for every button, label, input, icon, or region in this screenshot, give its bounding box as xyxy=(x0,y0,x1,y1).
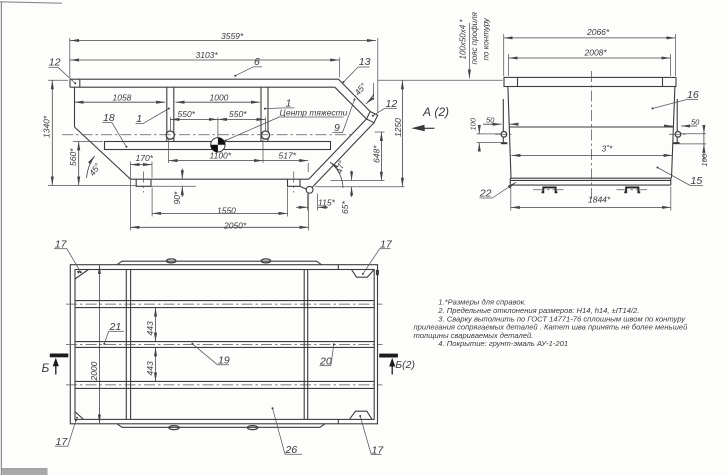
svg-text:3559*: 3559* xyxy=(221,31,244,41)
svg-text:17: 17 xyxy=(372,444,385,456)
svg-text:47°: 47° xyxy=(334,159,347,175)
svg-text:550*: 550* xyxy=(229,109,247,119)
svg-text:19: 19 xyxy=(218,355,230,367)
svg-text:100: 100 xyxy=(700,153,709,166)
svg-text:прилегания сопрягаемых деталей: прилегания сопрягаемых деталей . Катет ш… xyxy=(414,323,689,332)
svg-text:6: 6 xyxy=(254,56,260,68)
svg-text:517*: 517* xyxy=(279,151,297,161)
svg-text:16: 16 xyxy=(687,89,699,101)
svg-text:443: 443 xyxy=(145,361,155,375)
svg-text:17: 17 xyxy=(56,436,69,448)
svg-text:20: 20 xyxy=(319,356,332,368)
svg-text:1100*: 1100* xyxy=(210,151,232,161)
svg-text:3. Сварку выполнить по ГОСТ 14: 3. Сварку выполнить по ГОСТ 14771-76 спл… xyxy=(438,314,686,323)
svg-text:26: 26 xyxy=(285,444,298,456)
svg-text:Центр тяжести: Центр тяжести xyxy=(280,108,348,118)
svg-text:2066*: 2066* xyxy=(586,27,610,37)
svg-text:50: 50 xyxy=(691,117,700,126)
svg-text:2050*: 2050* xyxy=(223,221,247,231)
svg-text:2. Предельные отклонения разме: 2. Предельные отклонения размеров: Н14, … xyxy=(437,306,639,315)
svg-text:550*: 550* xyxy=(178,109,196,119)
svg-text:3103*: 3103* xyxy=(196,50,219,60)
svg-text:Б: Б xyxy=(42,361,50,375)
svg-text:1: 1 xyxy=(136,113,142,125)
svg-text:1058: 1058 xyxy=(113,93,132,103)
svg-text:2000: 2000 xyxy=(89,361,99,381)
svg-text:12: 12 xyxy=(386,98,398,110)
svg-text:90*: 90* xyxy=(172,191,182,204)
svg-text:9: 9 xyxy=(334,122,340,134)
svg-text:3˚*: 3˚* xyxy=(602,143,614,153)
svg-text:4. Покрытие: грунт-эмаль АУ-1-: 4. Покрытие: грунт-эмаль АУ-1-201 xyxy=(438,339,568,348)
svg-text:1340*: 1340* xyxy=(42,115,52,138)
svg-text:12: 12 xyxy=(49,57,61,69)
svg-text:65*: 65* xyxy=(340,201,350,214)
svg-text:1844*: 1844* xyxy=(588,195,611,205)
svg-text:1000: 1000 xyxy=(210,93,229,103)
svg-text:Б(2): Б(2) xyxy=(395,359,415,371)
svg-text:115*: 115* xyxy=(318,198,336,208)
svg-text:1250: 1250 xyxy=(393,118,403,137)
svg-text:560*: 560* xyxy=(68,148,78,166)
svg-text:45°: 45° xyxy=(352,81,368,98)
svg-text:50: 50 xyxy=(486,115,495,124)
svg-text:100: 100 xyxy=(468,117,477,130)
svg-text:пояс профиля: пояс профиля xyxy=(470,11,479,64)
svg-text:13: 13 xyxy=(359,56,371,68)
svg-text:22: 22 xyxy=(479,188,492,200)
svg-text:1: 1 xyxy=(286,98,292,110)
svg-text:170*: 170* xyxy=(136,153,154,163)
svg-text:45°: 45° xyxy=(87,161,103,178)
svg-text:1.*Размеры для справок.: 1.*Размеры для справок. xyxy=(438,297,526,306)
svg-text:18: 18 xyxy=(103,112,115,124)
svg-text:17: 17 xyxy=(380,239,393,251)
svg-text:А (2): А (2) xyxy=(422,105,449,119)
svg-text:2008*: 2008* xyxy=(584,47,608,57)
svg-text:100х50х4 *: 100х50х4 * xyxy=(459,19,468,60)
svg-text:648*: 648* xyxy=(372,145,382,163)
svg-text:15: 15 xyxy=(691,175,703,187)
svg-text:17: 17 xyxy=(55,239,68,251)
svg-text:1550: 1550 xyxy=(217,206,236,216)
svg-text:по контуру: по контуру xyxy=(482,17,491,60)
svg-text:толщины свариваемых деталей.: толщины свариваемых деталей. xyxy=(414,331,534,340)
svg-text:21: 21 xyxy=(109,321,122,333)
svg-text:443: 443 xyxy=(145,321,155,335)
